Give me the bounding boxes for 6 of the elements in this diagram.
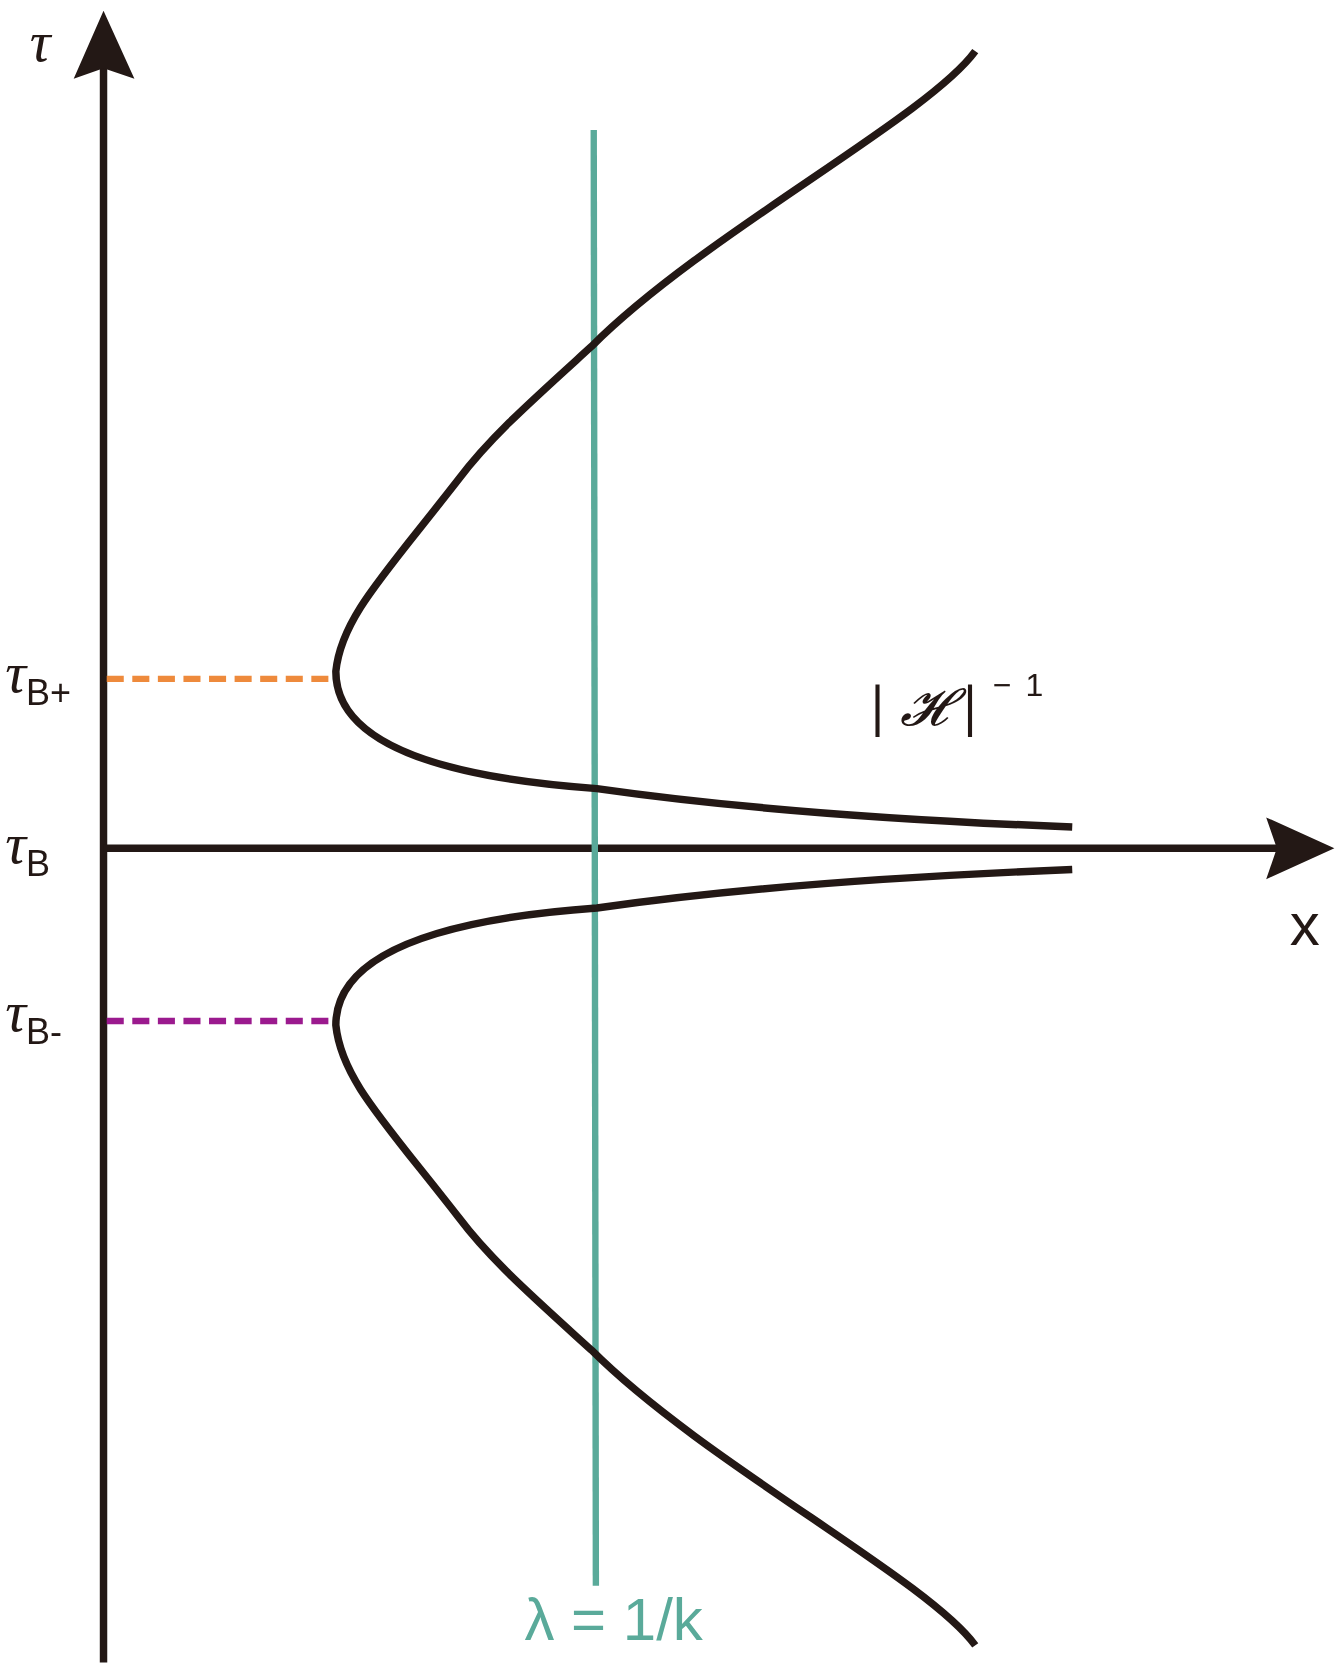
axis-label: τ bbox=[29, 12, 51, 71]
axis-tick-label: τ$_{B-}$ bbox=[5, 982, 63, 1050]
axis-tick-label: τ$_{B+}$ bbox=[5, 643, 72, 711]
axis-label: x bbox=[1289, 895, 1320, 956]
axis-tick-label: τ$_{B}$ bbox=[5, 815, 51, 882]
line-label: λ = 1/k bbox=[524, 1590, 703, 1651]
